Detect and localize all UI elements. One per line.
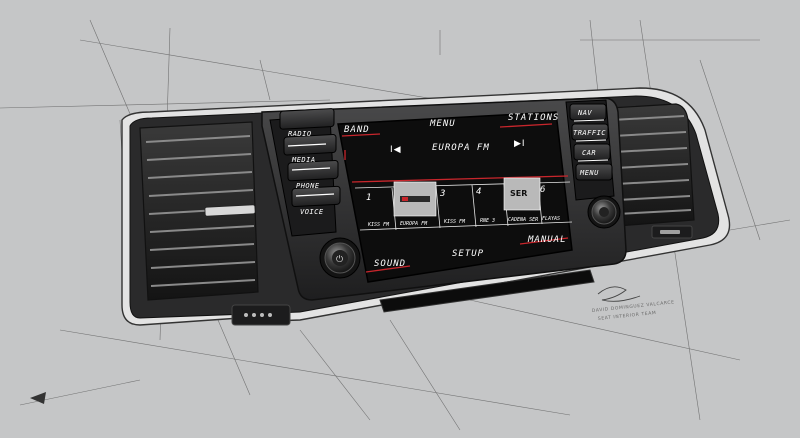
setup-button[interactable]: SETUP (452, 249, 484, 259)
preset-label-3[interactable]: KISS FM (443, 219, 466, 225)
left-volume-knob[interactable]: ⏻ (319, 237, 361, 279)
ser-logo: SER (510, 189, 527, 198)
left-air-vent[interactable] (139, 121, 259, 301)
media-button-label: MEDIA (291, 156, 316, 164)
preset-number-1: 1 (366, 193, 372, 203)
preset-ser-tile[interactable] (503, 177, 541, 211)
left-button-panel: RADIO MEDIA PHONE VOICE (269, 108, 341, 237)
traffic-button-label: TRAFFIC (573, 129, 606, 137)
menu-hardware-button[interactable] (575, 163, 613, 181)
stations-button[interactable]: STATIONS (508, 113, 559, 123)
designer-signature: DAVID DOMINGUEZ VALCARCE SEAT INTERIOR T… (592, 286, 675, 322)
right-tuning-knob[interactable] (587, 195, 621, 229)
previous-icon[interactable]: I◀ (390, 145, 402, 155)
voice-button[interactable] (291, 185, 341, 208)
infotainment-screen[interactable]: BAND MENU STATIONS I◀ EUROPA FM ▶I SER 1… (337, 111, 573, 283)
disc-slot[interactable] (379, 269, 595, 313)
nav-button[interactable] (569, 103, 607, 121)
preset-number-4: 4 (476, 187, 482, 197)
preset-label-6[interactable]: FLAYAS (542, 216, 560, 222)
arrow-icon (30, 392, 46, 404)
menu-hardware-button-label: MENU (579, 169, 599, 177)
right-air-vent[interactable] (609, 103, 695, 227)
right-button-panel: NAV TRAFFIC CAR MENU (565, 99, 615, 201)
manual-button[interactable]: MANUAL (527, 235, 567, 245)
screen-red-accents (341, 123, 569, 273)
europa-fm-logo-mark (402, 197, 408, 201)
sound-button[interactable]: SOUND (374, 259, 406, 269)
band-button[interactable]: BAND (344, 125, 370, 135)
traffic-button[interactable] (571, 123, 609, 141)
phone-button[interactable] (287, 159, 339, 182)
preset-number-6: 6 (540, 185, 546, 195)
phone-button-label: PHONE (296, 182, 320, 190)
preset-label-2[interactable]: EUROPA FM (400, 221, 428, 227)
power-icon: ⏻ (336, 254, 343, 265)
right-vent-slats (611, 115, 692, 215)
left-vent-controls[interactable] (231, 304, 291, 326)
radio-button[interactable] (279, 108, 335, 130)
preset-number-3: 3 (439, 189, 446, 199)
left-vent-slats (145, 135, 256, 287)
car-button[interactable] (573, 143, 611, 161)
nav-button-label: NAV (577, 109, 592, 117)
right-vent-controls[interactable] (651, 225, 693, 239)
radio-button-label: RADIO (288, 130, 312, 138)
vent-tab[interactable] (204, 204, 256, 217)
voice-button-label: VOICE (300, 208, 324, 216)
signature-scribble (597, 286, 641, 302)
station-name: EUROPA FM (432, 143, 490, 153)
car-button-label: CAR (582, 149, 596, 157)
preset-label-5[interactable]: CADENA SER (508, 217, 538, 223)
preset-label-4[interactable]: RNE 3 (480, 218, 495, 224)
europa-fm-logo (400, 196, 430, 202)
next-icon[interactable]: ▶I (514, 139, 526, 149)
menu-screen-button[interactable]: MENU (429, 119, 456, 129)
signature-name: DAVID DOMINGUEZ VALCARCE (592, 299, 675, 314)
preset-label-1[interactable]: KISS FM (367, 222, 390, 228)
